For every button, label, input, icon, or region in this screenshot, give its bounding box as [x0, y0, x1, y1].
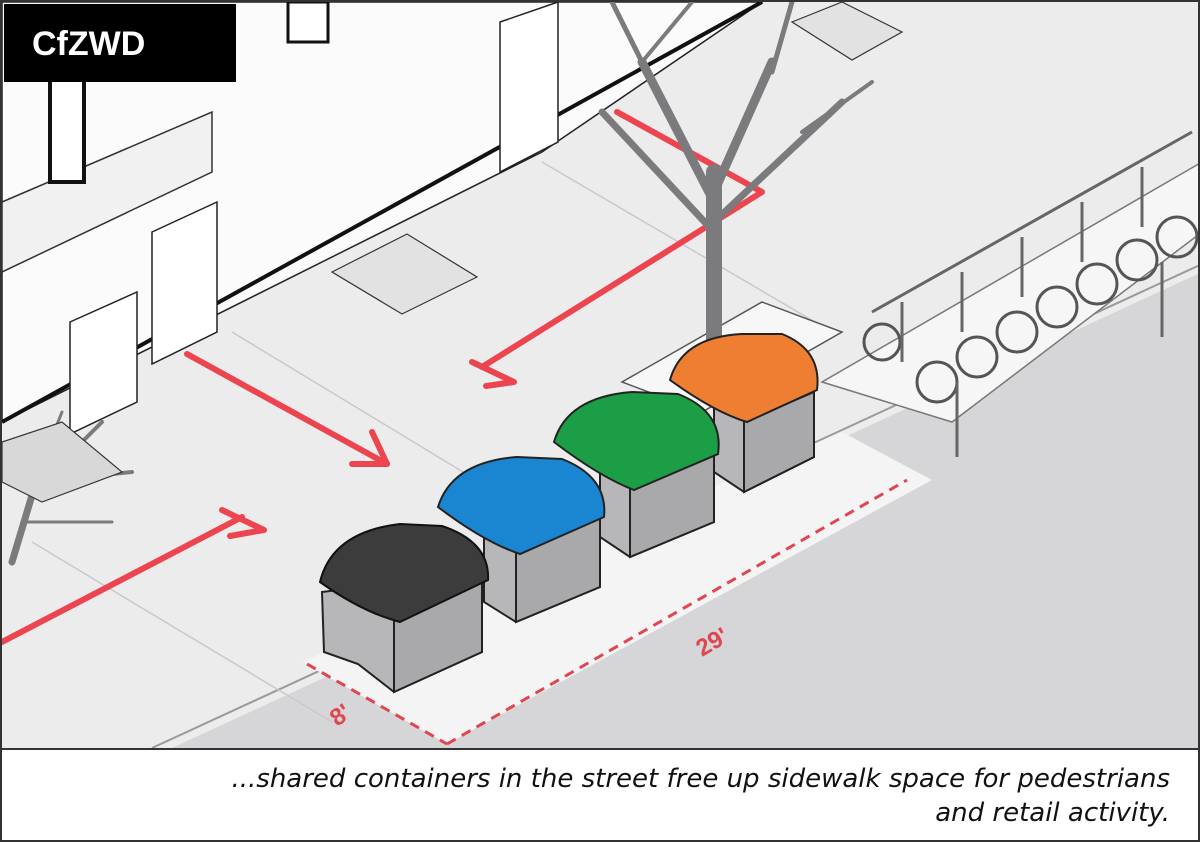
bike-wheel	[955, 335, 999, 379]
orange-container	[668, 333, 819, 494]
bike-wheel	[1035, 285, 1079, 329]
caption-box: ...shared containers in the street free …	[2, 748, 1198, 840]
caption-text: ...shared containers in the street free …	[231, 762, 1170, 830]
blue-lid	[436, 455, 606, 556]
flow-arrow-head	[219, 507, 267, 539]
upper-window	[286, 2, 330, 44]
storefront-awning	[2, 110, 213, 273]
flow-arrow-head	[349, 429, 390, 467]
width-dimension-line	[306, 662, 448, 746]
flow-arrow	[479, 109, 765, 370]
caption-line-2: and retail activity.	[935, 798, 1170, 828]
building-door	[151, 200, 218, 366]
sidewalk-joint	[541, 161, 833, 333]
green-lid	[552, 390, 720, 492]
container-zone	[302, 432, 932, 744]
pedestrian-flow-arrows	[2, 109, 765, 645]
bike-wheel	[862, 322, 902, 362]
organization-badge: CfZWD	[4, 4, 236, 82]
length-dimension-line	[446, 478, 908, 746]
bike-wheel	[1075, 262, 1119, 306]
building-door	[69, 290, 138, 436]
caption-line-1: ...shared containers in the street free …	[231, 764, 1170, 794]
street-tree	[598, 2, 874, 360]
flow-arrow-head	[469, 359, 517, 389]
flow-arrow	[2, 514, 245, 645]
bike-wheel	[1155, 215, 1198, 259]
orange-lid	[668, 333, 819, 424]
left-tree-pit	[2, 421, 124, 503]
bike-wheel	[1115, 238, 1159, 282]
flow-arrow	[184, 351, 390, 467]
blue-container	[436, 455, 606, 624]
building-door	[499, 2, 559, 174]
sidewalk-joint	[31, 541, 333, 723]
sidewalk-grate	[790, 2, 904, 61]
bike-share-station	[820, 130, 1198, 457]
sidewalk-grate	[330, 233, 479, 315]
bike-wheel	[995, 310, 1039, 354]
black-container	[318, 522, 490, 694]
street-illustration: 29' 8'	[2, 2, 1198, 748]
upper-window	[48, 70, 86, 184]
black-lid	[318, 522, 490, 624]
